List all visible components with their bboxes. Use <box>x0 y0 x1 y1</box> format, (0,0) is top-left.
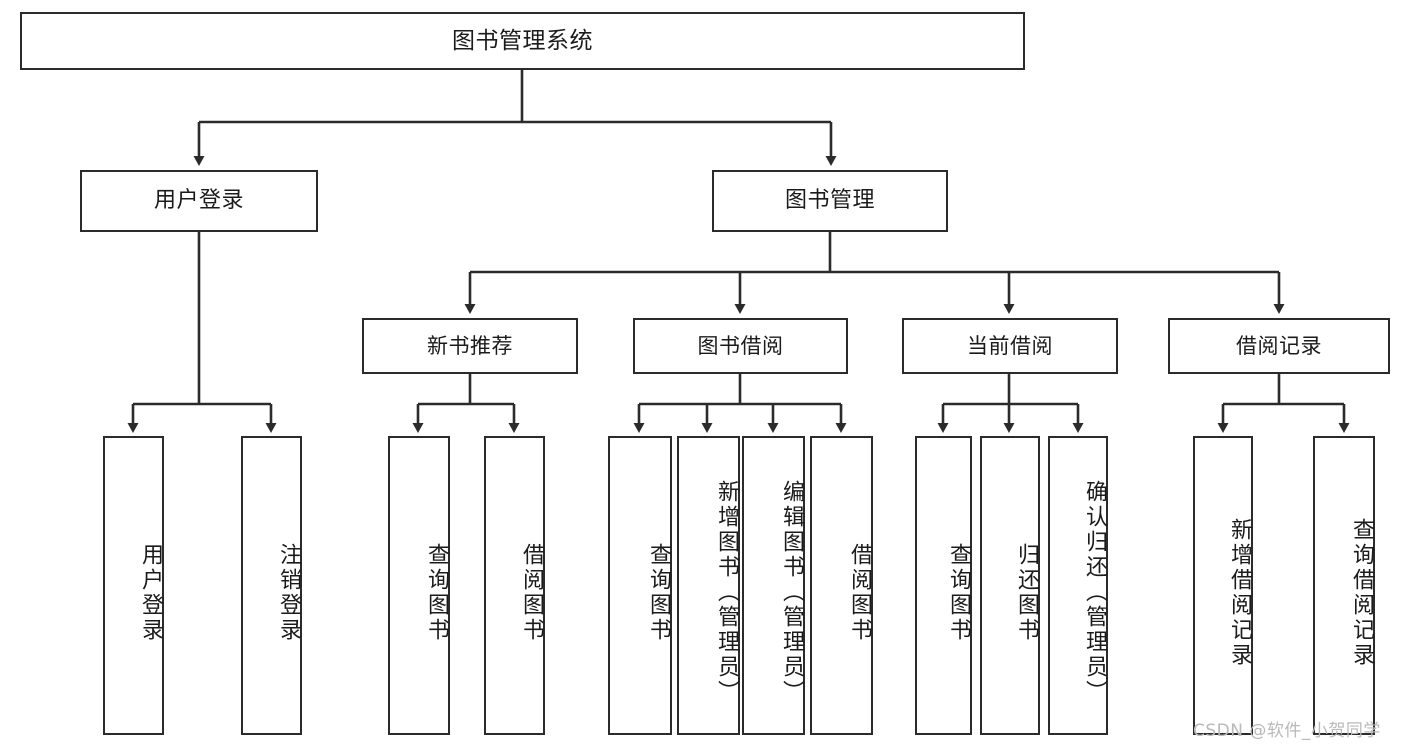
node-leaf-return-book[interactable]: 归还图书 <box>980 436 1040 735</box>
node-leaf-borrow-book-rec[interactable]: 借阅图书 <box>484 436 545 735</box>
node-leaf-query-book-rec-label: 查询图书 <box>424 542 449 643</box>
node-leaf-add-book-label: 新增图书（管理员） <box>714 480 739 705</box>
node-leaf-query-book-cur[interactable]: 查询图书 <box>915 436 972 735</box>
node-leaf-confirm-return-label: 确认归还（管理员） <box>1082 480 1107 705</box>
node-leaf-add-record-label: 新增借阅记录 <box>1227 517 1252 668</box>
node-leaf-logout-label: 注销登录 <box>276 542 301 643</box>
csdn-watermark: CSDN @软件_小贺同学 <box>1193 721 1381 741</box>
node-leaf-confirm-return[interactable]: 确认归还（管理员） <box>1048 436 1108 735</box>
node-leaf-query-record[interactable]: 查询借阅记录 <box>1313 436 1375 735</box>
node-leaf-edit-book-label: 编辑图书（管理员） <box>779 480 804 705</box>
node-leaf-query-book-rec[interactable]: 查询图书 <box>388 436 450 735</box>
node-book-borrow[interactable]: 图书借阅 <box>633 318 848 374</box>
node-user-login[interactable]: 用户登录 <box>80 170 318 232</box>
node-leaf-query-book-borrow-label: 查询图书 <box>646 542 671 643</box>
node-current-borrow-label: 当前借阅 <box>967 333 1053 358</box>
node-root[interactable]: 图书管理系统 <box>20 12 1025 70</box>
node-leaf-return-book-label: 归还图书 <box>1014 542 1039 643</box>
node-leaf-logout[interactable]: 注销登录 <box>241 436 302 735</box>
node-book-manage-label: 图书管理 <box>784 188 875 214</box>
node-new-book-rec-label: 新书推荐 <box>427 333 513 358</box>
node-book-manage[interactable]: 图书管理 <box>712 170 948 232</box>
node-leaf-add-book[interactable]: 新增图书（管理员） <box>677 436 740 735</box>
node-borrow-record[interactable]: 借阅记录 <box>1168 318 1390 374</box>
node-leaf-user-login-label: 用户登录 <box>138 542 163 643</box>
node-leaf-borrow-book-label: 借阅图书 <box>847 542 872 643</box>
node-leaf-borrow-book[interactable]: 借阅图书 <box>810 436 873 735</box>
node-leaf-add-record[interactable]: 新增借阅记录 <box>1193 436 1253 735</box>
node-borrow-record-label: 借阅记录 <box>1236 333 1322 358</box>
node-leaf-query-record-label: 查询借阅记录 <box>1349 517 1374 668</box>
node-leaf-query-book-borrow[interactable]: 查询图书 <box>608 436 672 735</box>
node-root-label: 图书管理系统 <box>452 27 593 54</box>
node-current-borrow[interactable]: 当前借阅 <box>902 318 1118 374</box>
node-leaf-borrow-book-rec-label: 借阅图书 <box>519 542 544 643</box>
node-new-book-rec[interactable]: 新书推荐 <box>362 318 578 374</box>
node-leaf-query-book-cur-label: 查询图书 <box>946 542 971 643</box>
node-leaf-edit-book[interactable]: 编辑图书（管理员） <box>742 436 805 735</box>
node-book-borrow-label: 图书借阅 <box>697 333 784 358</box>
node-leaf-user-login[interactable]: 用户登录 <box>103 436 164 735</box>
node-user-login-label: 用户登录 <box>153 188 244 214</box>
